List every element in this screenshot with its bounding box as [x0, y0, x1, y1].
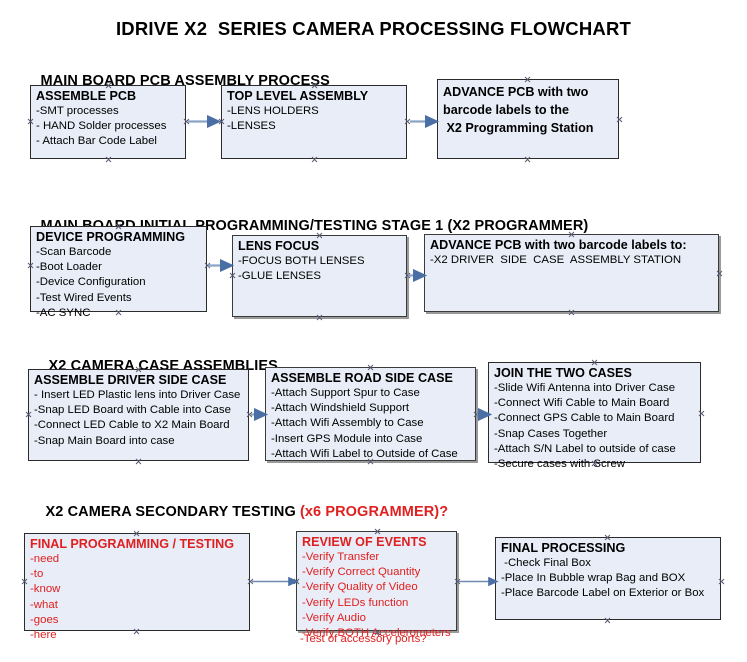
node-title: JOIN THE TWO CASES: [494, 366, 632, 380]
node-line: -Attach Windshield Support: [271, 402, 410, 415]
node-line: -Snap Main Board into case: [34, 434, 175, 447]
node-assemble-road-side-case[interactable]: ASSEMBLE ROAD SIDE CASE -Attach Support …: [265, 367, 476, 461]
node-line: -Check Final Box: [501, 557, 591, 569]
node-line: -Attach Support Spur to Case: [271, 387, 420, 399]
node-line: - HAND Solder processes: [36, 120, 167, 133]
node-line: -Slide Wifi Antenna into Driver Case: [494, 382, 676, 394]
node-title: ASSEMBLE DRIVER SIDE CASE: [34, 373, 227, 387]
node-line: -Place Barcode Label on Exterior or Box: [501, 587, 705, 600]
node-line: -Attach S/N Label to outside of case: [494, 442, 676, 455]
node-line: -need: [30, 553, 60, 565]
node-advance-pcb-to-driver-case[interactable]: ADVANCE PCB with two barcode labels to: …: [424, 234, 719, 312]
node-line: -Device Configuration: [36, 276, 146, 289]
node-join-the-two-cases[interactable]: JOIN THE TWO CASES -Slide Wifi Antenna i…: [488, 362, 701, 470]
node-advance-pcb-to-x2-station[interactable]: ADVANCE PCB with two barcode labels to t…: [437, 79, 619, 159]
node-top-level-assembly[interactable]: TOP LEVEL ASSEMBLY -LENS HOLDERS -LENSES: [221, 85, 407, 159]
node-line: -LENS HOLDERS: [227, 105, 319, 117]
page-title: IDRIVE X2 SERIES CAMERA PROCESSING FLOWC…: [115, 18, 632, 39]
node-title: ASSEMBLE ROAD SIDE CASE: [271, 371, 453, 385]
section-heading-secondary-testing: X2 CAMERA SECONDARY TESTING (x6 PROGRAMM…: [29, 488, 449, 536]
node-review-of-events[interactable]: REVIEW OF EVENTS -Verify Transfer -Verif…: [296, 531, 457, 639]
node-line: -here: [30, 629, 57, 642]
section-heading-text: X2 CAMERA SECONDARY TESTING: [45, 504, 300, 520]
node-assemble-driver-side-case[interactable]: ASSEMBLE DRIVER SIDE CASE - Insert LED P…: [28, 369, 249, 461]
node-line: -Verify Audio: [302, 611, 366, 624]
node-line: -X2 DRIVER SIDE CASE ASSEMBLY STATION: [430, 254, 682, 266]
node-line: -Insert GPS Module into Case: [271, 432, 423, 445]
node-line: -goes: [30, 613, 59, 626]
node-title: TOP LEVEL ASSEMBLY: [227, 89, 369, 103]
node-line: -Scan Barcode: [36, 246, 112, 258]
node-line: -to: [30, 568, 44, 581]
node-line: barcode labels to the: [443, 103, 569, 117]
node-line: -Connect Wifi Cable to Main Board: [494, 397, 670, 410]
node-line: -Attach Wifi Label to Outside of Case: [271, 447, 458, 460]
node-final-processing[interactable]: FINAL PROCESSING -Check Final Box -Place…: [495, 537, 721, 620]
node-line: - Insert LED Plastic lens into Driver Ca…: [34, 389, 241, 401]
node-lens-focus[interactable]: LENS FOCUS -FOCUS BOTH LENSES -GLUE LENS…: [232, 235, 407, 317]
node-line: -Attach Wifi Assembly to Case: [271, 417, 424, 430]
node-line: -Verify Transfer: [302, 551, 380, 563]
node-review-of-events-overflow-line: -Test of accessory ports?: [300, 633, 427, 645]
node-line: -FOCUS BOTH LENSES: [238, 255, 365, 267]
node-title: ADVANCE PCB with two barcode labels to:: [430, 238, 687, 252]
node-line: -Verify BOTH Accelerometers: [302, 627, 451, 640]
node-line: -know: [30, 583, 61, 596]
node-title: REVIEW OF EVENTS: [302, 535, 427, 549]
node-device-programming[interactable]: DEVICE PROGRAMMING -Scan Barcode -Boot L…: [30, 226, 207, 319]
node-title: DEVICE PROGRAMMING: [36, 230, 186, 244]
node-assemble-pcb[interactable]: ASSEMBLE PCB -SMT processes - HAND Solde…: [30, 85, 186, 159]
node-line: -Verify Quality of Video: [302, 581, 418, 594]
node-line: -LENSES: [227, 120, 276, 133]
node-line: -Snap LED Board with Cable into Case: [34, 404, 231, 417]
node-title: FINAL PROGRAMMING / TESTING: [30, 537, 235, 551]
node-line: -Connect LED Cable to X2 Main Board: [34, 419, 230, 432]
node-line: -what: [30, 598, 58, 611]
node-line: -Snap Cases Together: [494, 427, 608, 440]
node-title: ASSEMBLE PCB: [36, 89, 137, 103]
node-line: -AC SYNC: [36, 306, 91, 319]
node-line: -Place In Bubble wrap Bag and BOX: [501, 572, 686, 585]
node-line: -Connect GPS Cable to Main Board: [494, 412, 675, 425]
node-line: -Verify Correct Quantity: [302, 566, 421, 579]
node-line: - Attach Bar Code Label: [36, 135, 157, 148]
node-line: -Test Wired Events: [36, 291, 132, 304]
node-line: -Verify LEDs function: [302, 596, 409, 609]
node-title: ADVANCE PCB with two: [443, 85, 589, 99]
node-line: -SMT processes: [36, 105, 119, 117]
node-title: LENS FOCUS: [238, 239, 320, 253]
node-final-programming-testing[interactable]: FINAL PROGRAMMING / TESTING -need -to -k…: [24, 533, 250, 641]
node-line: X2 Programming Station: [443, 121, 594, 135]
section-heading-accent: (x6 PROGRAMMER)?: [299, 504, 449, 520]
node-line: -Boot Loader: [36, 261, 102, 274]
node-title: FINAL PROCESSING: [501, 541, 626, 555]
node-line: -Secure cases with Screw: [494, 458, 626, 471]
node-line: -GLUE LENSES: [238, 270, 321, 283]
